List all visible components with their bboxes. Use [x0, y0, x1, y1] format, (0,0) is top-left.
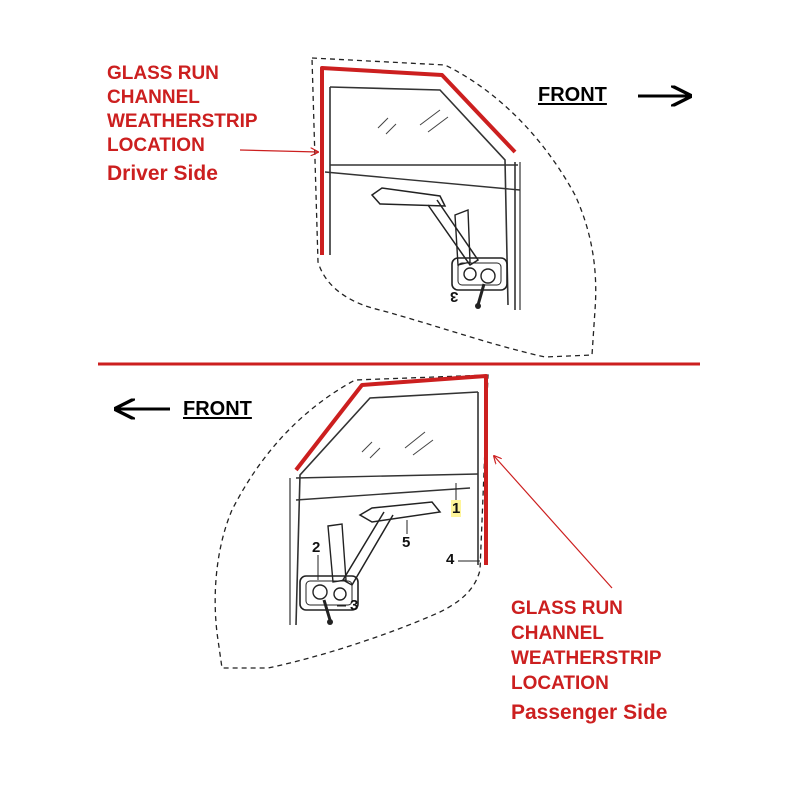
driver-caption-line-2: CHANNEL	[107, 87, 200, 108]
driver-glass-reflection	[377, 109, 449, 135]
driver-weatherstrip-highlight	[320, 66, 517, 255]
passenger-glass-reflection	[361, 431, 434, 459]
driver-door-drawing	[239, 57, 597, 358]
driver-caption-line-4: LOCATION	[107, 135, 205, 156]
passenger-front-label: FRONT	[183, 398, 252, 420]
passenger-part-number-5: 5	[402, 534, 411, 551]
passenger-part-number-3: 3	[350, 597, 359, 614]
passenger-caption-line-3: WEATHERSTRIP	[511, 648, 662, 669]
passenger-glass-bottom-edge	[295, 473, 479, 479]
driver-part-number-3: 3	[450, 288, 459, 305]
passenger-caption-line-2: CHANNEL	[511, 623, 604, 644]
driver-door-beltline	[324, 171, 521, 191]
passenger-door-outline	[214, 374, 489, 669]
passenger-window-regulator	[299, 501, 442, 625]
passenger-side-label: Passenger Side	[511, 701, 668, 724]
driver-side-label: Driver Side	[107, 162, 218, 185]
driver-caption-line-3: WEATHERSTRIP	[107, 111, 258, 132]
passenger-caption-line-4: LOCATION	[511, 673, 609, 694]
driver-window-regulator	[370, 187, 508, 309]
passenger-door-beltline	[295, 487, 471, 501]
driver-leader-arrow	[239, 150, 318, 152]
passenger-leader-arrow	[494, 456, 613, 589]
driver-caption-line-1: GLASS RUN	[107, 63, 219, 84]
driver-front-label: FRONT	[538, 84, 607, 106]
passenger-window-frame-inner	[295, 391, 479, 626]
driver-window-frame-inner	[329, 86, 509, 306]
passenger-part-number-2: 2	[312, 539, 321, 556]
passenger-part-number-1: 1	[451, 500, 462, 517]
passenger-part-number-4: 4	[446, 551, 455, 568]
passenger-weatherstrip-highlight	[294, 374, 488, 565]
passenger-caption-line-1: GLASS RUN	[511, 598, 623, 619]
passenger-door-drawing	[214, 374, 613, 669]
